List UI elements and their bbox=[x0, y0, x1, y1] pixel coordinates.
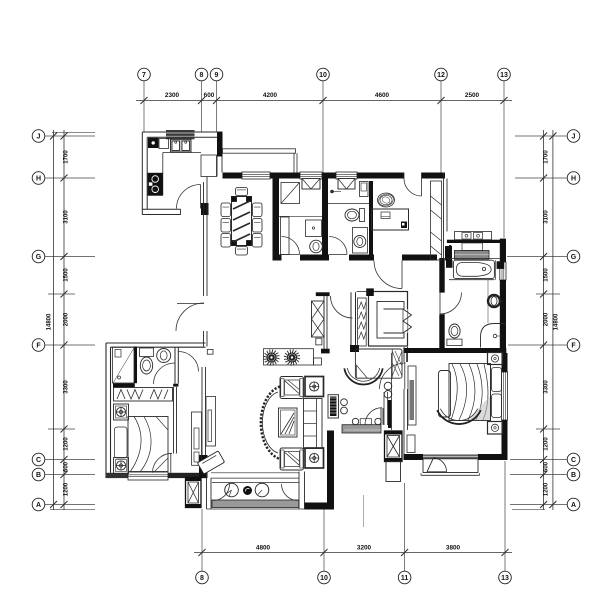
svg-text:1200: 1200 bbox=[64, 482, 70, 496]
svg-text:F: F bbox=[571, 342, 576, 349]
svg-text:10: 10 bbox=[320, 575, 328, 582]
svg-text:1200: 1200 bbox=[544, 482, 550, 496]
svg-text:1500: 1500 bbox=[64, 268, 70, 282]
svg-text:2000: 2000 bbox=[64, 312, 70, 326]
svg-text:14800: 14800 bbox=[47, 313, 53, 330]
svg-text:H: H bbox=[36, 175, 41, 182]
svg-text:B: B bbox=[36, 472, 41, 479]
svg-text:1200: 1200 bbox=[64, 437, 70, 451]
svg-text:12: 12 bbox=[437, 72, 445, 79]
svg-text:1500: 1500 bbox=[544, 268, 550, 282]
svg-text:2500: 2500 bbox=[465, 92, 480, 99]
svg-text:7: 7 bbox=[142, 72, 146, 79]
svg-text:10: 10 bbox=[319, 72, 327, 79]
svg-text:1200: 1200 bbox=[544, 437, 550, 451]
svg-text:11: 11 bbox=[401, 575, 409, 582]
svg-text:J: J bbox=[572, 133, 576, 140]
svg-text:3300: 3300 bbox=[64, 380, 70, 394]
svg-text:C: C bbox=[36, 457, 41, 464]
svg-text:600: 600 bbox=[64, 461, 70, 472]
svg-text:4200: 4200 bbox=[263, 92, 278, 99]
svg-text:13: 13 bbox=[500, 72, 508, 79]
svg-text:F: F bbox=[36, 342, 41, 349]
svg-text:G: G bbox=[36, 254, 42, 261]
svg-text:14800: 14800 bbox=[554, 313, 560, 330]
svg-text:8: 8 bbox=[200, 72, 204, 79]
svg-text:1700: 1700 bbox=[544, 150, 550, 164]
svg-text:1700: 1700 bbox=[64, 150, 70, 164]
svg-text:3200: 3200 bbox=[357, 545, 372, 552]
svg-text:H: H bbox=[571, 175, 576, 182]
svg-text:2300: 2300 bbox=[165, 92, 180, 99]
svg-text:A: A bbox=[571, 502, 576, 509]
svg-text:2000: 2000 bbox=[544, 312, 550, 326]
svg-text:B: B bbox=[571, 472, 576, 479]
svg-text:J: J bbox=[37, 133, 41, 140]
svg-text:600: 600 bbox=[204, 92, 215, 99]
svg-text:C: C bbox=[571, 457, 576, 464]
svg-text:4600: 4600 bbox=[375, 92, 390, 99]
svg-text:A: A bbox=[36, 502, 41, 509]
svg-text:600: 600 bbox=[544, 461, 550, 472]
svg-text:3100: 3100 bbox=[544, 210, 550, 224]
svg-text:3300: 3300 bbox=[544, 380, 550, 394]
svg-text:9: 9 bbox=[215, 72, 219, 79]
svg-text:G: G bbox=[571, 254, 577, 261]
svg-text:3100: 3100 bbox=[64, 210, 70, 224]
svg-text:4800: 4800 bbox=[256, 545, 271, 552]
svg-text:3800: 3800 bbox=[446, 545, 461, 552]
svg-text:13: 13 bbox=[501, 575, 509, 582]
svg-text:8: 8 bbox=[200, 575, 204, 582]
